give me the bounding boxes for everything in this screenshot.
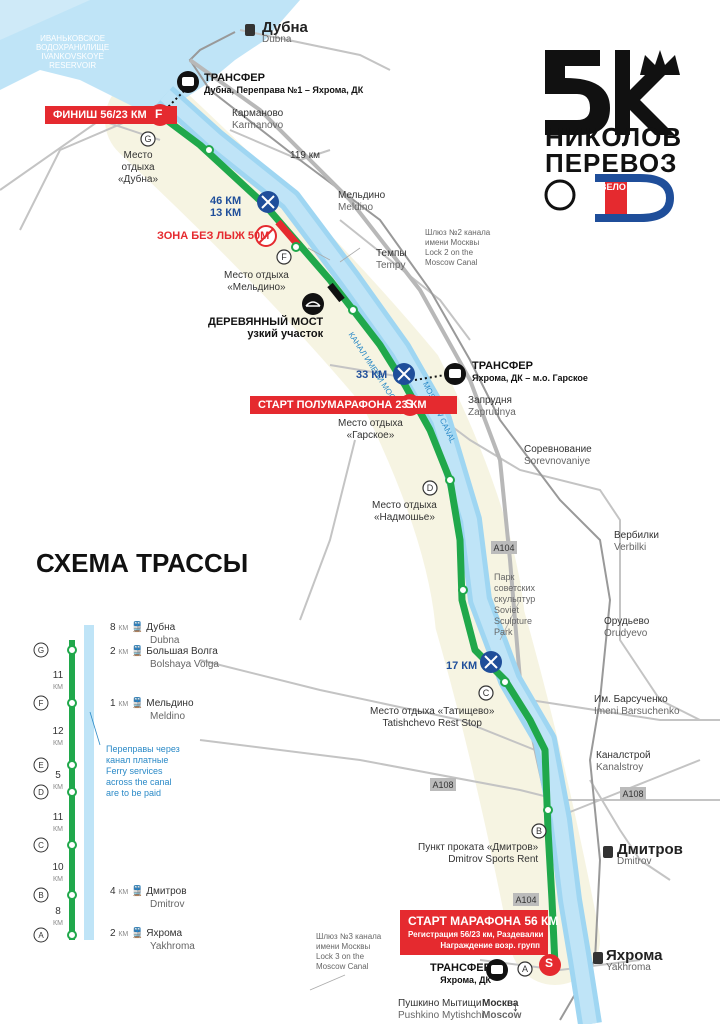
svg-text:F: F [281,252,287,262]
svg-text:D: D [427,483,434,493]
transfer-top: ТРАНСФЕР Дубна, Переправа №1 – Яхрома, Д… [204,72,364,95]
cp-c: C [38,841,44,850]
course-line [157,112,559,966]
arrow-down-icon: ↓ [512,998,519,1014]
road-a108: A108 [432,780,454,790]
crown-icon [640,50,680,75]
cp-e: E [38,761,44,770]
finish-letter: F [155,107,163,121]
svg-text:C: C [483,688,490,698]
road-a108-2: A108 [622,789,644,799]
road-a104: A104 [493,543,515,553]
rental-label: Пункт проката «Дмитров»Dmitrov Sports Re… [418,842,539,865]
logo-velo: ВЕЛО [600,182,626,192]
svg-text:A: A [522,964,528,974]
full-start-marker [539,954,561,976]
food-17: 17 КМ [446,660,478,672]
cp-g: G [37,646,45,655]
rest-c: Место отдыха «Татищево»Tatishchevo Rest … [370,706,495,729]
cp-a: A [38,931,44,940]
reservoir [0,0,300,115]
railway [188,31,612,1021]
bus-icon [444,363,466,385]
train-icon [245,24,613,964]
road-119: 119 км [290,150,320,161]
cp-f: F [38,699,44,708]
rest-f: Место отдыха«Мельдино» [224,270,289,293]
logo [544,50,680,222]
rest-d: Место отдыха«Надмошье» [372,500,437,523]
rest-e: Место отдыха«Гарское» [338,418,403,441]
roads [0,29,720,972]
svg-text:G: G [144,134,151,144]
full-start-box: СТАРТ МАРАФОНА 56 КМ Регистрация 56/23 к… [400,910,558,955]
scheme-diagram [33,625,101,943]
bus-icon [177,71,199,93]
cp-d: D [38,788,44,797]
no-ski-label: ЗОНА БЕЗ ЛЫЖ 50М [157,230,270,242]
full-start-letter: S [545,956,554,970]
scheme-title: СХЕМА ТРАССЫ [36,548,249,578]
half-start-letter: S [405,397,414,411]
road-a104-2: A104 [515,895,537,905]
bridge-icon [302,293,324,315]
cp-b: B [38,891,44,900]
half-start-label: СТАРТ ПОЛУМАРАФОНА 23 КМ [250,396,457,414]
bus-icon [486,959,508,981]
course-markers [204,145,553,815]
food-33: 33 КМ [356,369,388,381]
finish-label: ФИНИШ 56/23 КМ [45,106,177,124]
svg-text:B: B [536,826,542,836]
